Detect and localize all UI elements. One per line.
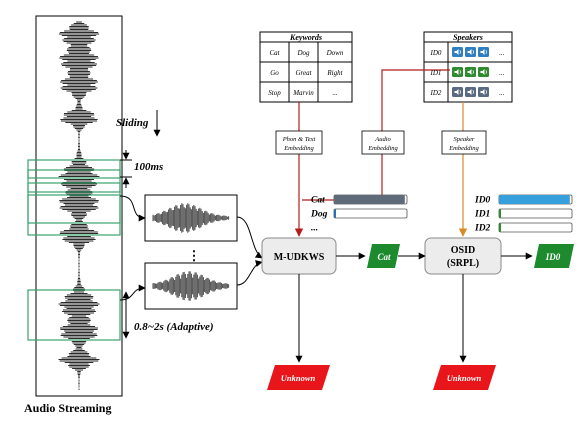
audio-embedding-box (361, 130, 405, 155)
score-bar-fill (499, 195, 570, 204)
speaker-volume-icon (465, 87, 476, 97)
speaker-volume-icon (465, 67, 476, 77)
segment-crop-2-wave (152, 271, 230, 301)
score-bar-track (333, 208, 408, 219)
score-label: ID0 (474, 196, 491, 206)
speaker-volume-icon (465, 47, 476, 57)
crop-connector-1 (119, 195, 146, 222)
keyword-cell: Marvin (292, 89, 314, 97)
phon-text-embedding-line2: Embedding (283, 145, 314, 152)
score-label: Cat (311, 196, 325, 206)
window-length-label: 0.8~2s (Adaptive) (134, 321, 214, 333)
osid-output-tag (534, 244, 574, 268)
kws-reject-tag (267, 365, 330, 390)
phon-text-embedding-box (275, 130, 323, 155)
speaker-embedding-line1: Speaker (454, 136, 475, 143)
speaker-volume-icon (478, 47, 489, 57)
osid-node-label-1: OSID (451, 245, 475, 256)
speaker-more: ... (499, 69, 505, 77)
sliding-windows (27, 159, 121, 341)
speaker-volume-icon (478, 67, 489, 77)
score-bar-track (498, 222, 573, 233)
window-1 (27, 159, 121, 179)
window-4 (27, 194, 121, 236)
score-label: ID2 (474, 224, 491, 234)
speaker-volume-icon (452, 47, 463, 57)
crop-connector-2 (119, 284, 146, 301)
speaker-id-cells: ID0... ID1... ID2... (430, 49, 505, 97)
score-bar-track (498, 208, 573, 219)
keyword-cell: Go (270, 69, 279, 77)
keywords-title: Keywords (289, 33, 322, 42)
segments-ellipsis: ⋮ (188, 248, 201, 263)
audio-embedding-line1: Audio (374, 136, 391, 143)
score-bar-fill (334, 209, 336, 218)
speaker-volume-icon (452, 87, 463, 97)
audio-embedding-line2: Embedding (367, 145, 398, 152)
audio-waveform (58, 21, 100, 391)
osid-node-label-2: (SRPL) (447, 258, 479, 269)
score-bar-fill (499, 209, 501, 218)
keyword-cell: Cat (269, 49, 280, 57)
speaker-embedding-line2: Embedding (448, 145, 479, 152)
score-bar-fill (334, 195, 405, 204)
speaker-icons (452, 47, 489, 97)
kws-node-label: M-UDKWS (274, 252, 325, 263)
keyword-cell: Stop (268, 89, 281, 97)
speaker-id: ID1 (430, 69, 442, 77)
speaker-volume-icon (478, 87, 489, 97)
keyword-cell: Right (326, 69, 343, 77)
hop-size-label: 100ms (134, 161, 164, 173)
segment-to-kws-2 (236, 260, 263, 286)
segment-crop-1-wave (152, 203, 230, 233)
kws-output-tag (367, 244, 400, 268)
score-bar-fill (499, 223, 501, 232)
keyword-cell: Great (295, 69, 312, 77)
speaker-embedding-box (441, 130, 487, 155)
speaker-volume-icon (452, 67, 463, 77)
score-label: ... (311, 224, 318, 234)
speaker-id: ID2 (430, 89, 442, 97)
osid-output-text: ID0 (545, 252, 561, 262)
osid-reject-text: Unknown (447, 373, 482, 383)
sliding-label: Sliding (116, 117, 149, 129)
kws-score-bars: CatDog... (310, 194, 408, 234)
phon-text-embedding-line1: Phon & Text (282, 136, 316, 143)
keyword-cell: ... (332, 89, 338, 97)
speaker-more: ... (499, 89, 505, 97)
segment-to-kws-1 (236, 216, 263, 259)
window-5 (27, 289, 121, 341)
speakers-title: Speakers (453, 33, 483, 42)
hop-marker (120, 150, 132, 188)
speaker-id: ID0 (430, 49, 442, 57)
speaker-more: ... (499, 49, 505, 57)
kws-reject-text: Unknown (281, 373, 316, 383)
osid-reject-tag (433, 365, 496, 390)
score-label: ID1 (474, 210, 490, 220)
score-label: Dog (310, 210, 328, 220)
keyword-cell: Dog (296, 49, 310, 57)
audio-stream-caption: Audio Streaming (24, 401, 112, 415)
keywords-table (259, 31, 353, 103)
window-2 (27, 169, 121, 193)
kws-output-text: Cat (377, 252, 391, 262)
keyword-cell: Down (326, 49, 344, 57)
